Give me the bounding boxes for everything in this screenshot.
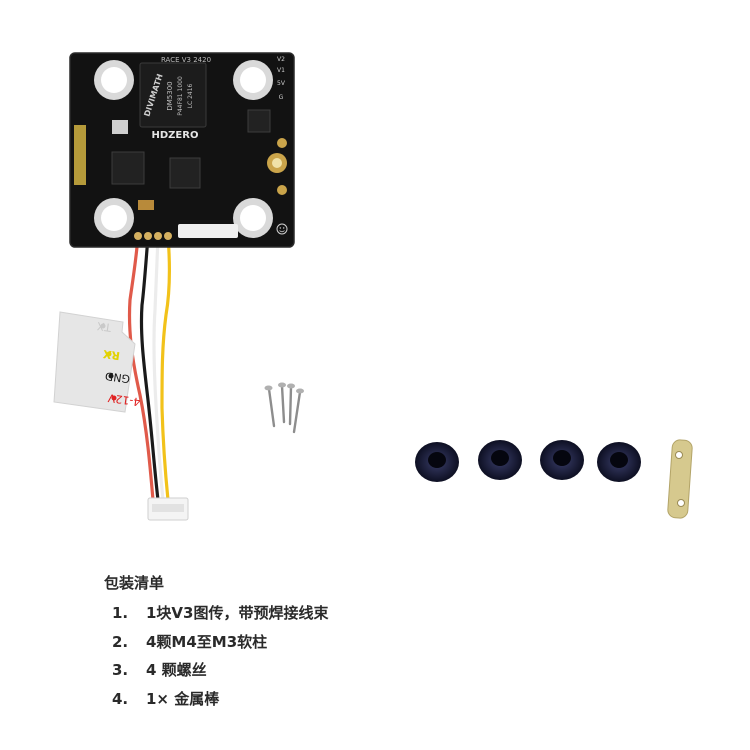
label-rx: RX bbox=[102, 347, 121, 362]
chip-code: LC 2416 bbox=[187, 83, 194, 108]
ic-chip bbox=[111, 151, 145, 185]
solder-pad bbox=[144, 232, 152, 240]
screw bbox=[288, 385, 293, 426]
chip-model: DM5300 bbox=[166, 81, 174, 110]
rx-dot bbox=[106, 351, 112, 357]
pinout-label-tag: TX RX GND 4-12V bbox=[53, 311, 141, 413]
gnd-dot bbox=[108, 373, 114, 379]
label-gnd: GND bbox=[104, 369, 131, 385]
package-item: 2. 4颗M4至M3软柱 bbox=[112, 631, 328, 660]
bottom-connector bbox=[178, 224, 238, 238]
package-item: 4. 1× 金属棒 bbox=[112, 688, 328, 717]
label-power: 4-12V bbox=[107, 391, 141, 408]
board-silk-top: RACE V3 2420 bbox=[161, 56, 211, 64]
mounting-hole bbox=[233, 198, 273, 238]
screws bbox=[264, 382, 304, 434]
screw bbox=[280, 384, 286, 424]
gold-pad bbox=[277, 185, 287, 195]
rubber-standoff bbox=[597, 442, 641, 482]
capacitor bbox=[138, 200, 154, 210]
brand-logo: HDZERO bbox=[152, 130, 199, 141]
camera-connector bbox=[74, 125, 86, 185]
pad-label-g: G bbox=[279, 94, 284, 101]
antenna-connector bbox=[267, 153, 287, 173]
wire-harness bbox=[127, 234, 171, 502]
metal-bar bbox=[667, 439, 693, 519]
smiley-icon bbox=[276, 223, 288, 235]
package-item: 3. 4 颗螺丝 bbox=[112, 659, 328, 688]
package-item-text: 1块V3图传，带预焊接线束 bbox=[146, 604, 329, 622]
rubber-standoff bbox=[478, 440, 522, 480]
vtx-board: RACE V3 2420 DIVIMATH DM5300 P44F81 1000… bbox=[69, 52, 295, 248]
package-item-number: 4. bbox=[112, 689, 129, 708]
package-item-text: 4 颗螺丝 bbox=[146, 661, 207, 679]
pad-label-5v: 5V bbox=[277, 80, 286, 87]
package-item: 1. 1块V3图传，带预焊接线束 bbox=[112, 602, 328, 631]
rubber-standoff bbox=[415, 442, 459, 482]
ic-chip bbox=[247, 109, 271, 133]
package-item-number: 2. bbox=[112, 632, 129, 651]
ic-chip bbox=[169, 157, 201, 189]
solder-pad bbox=[134, 232, 142, 240]
solder-pad bbox=[164, 232, 172, 240]
mounting-hole bbox=[94, 60, 134, 100]
screw bbox=[292, 390, 302, 434]
package-item-number: 3. bbox=[112, 661, 129, 679]
package-item-text: 1× 金属棒 bbox=[146, 689, 220, 708]
package-item-text: 4颗M4至M3软柱 bbox=[146, 632, 268, 651]
pad-label-v1: V1 bbox=[277, 67, 285, 74]
tx-dot bbox=[100, 323, 106, 329]
screw bbox=[267, 387, 276, 428]
package-item-number: 1. bbox=[112, 604, 129, 622]
gold-pad bbox=[277, 138, 287, 148]
solder-pad bbox=[154, 232, 162, 240]
mounting-hole bbox=[94, 198, 134, 238]
mounting-hole bbox=[233, 60, 273, 100]
ic-chip bbox=[112, 120, 128, 134]
main-chip bbox=[139, 62, 207, 128]
chip-batch: P44F81 1000 bbox=[177, 76, 184, 116]
pad-label-v2: V2 bbox=[277, 56, 285, 63]
label-tx: TX bbox=[96, 319, 113, 334]
rubber-standoff bbox=[540, 440, 584, 480]
jst-connector-plug bbox=[147, 497, 189, 521]
package-list-title: 包装清单 bbox=[104, 574, 165, 592]
power-dot bbox=[111, 395, 117, 401]
package-list: 1. 1块V3图传，带预焊接线束 2. 4颗M4至M3软柱 3. 4 颗螺丝 4. 1×… bbox=[112, 602, 328, 716]
